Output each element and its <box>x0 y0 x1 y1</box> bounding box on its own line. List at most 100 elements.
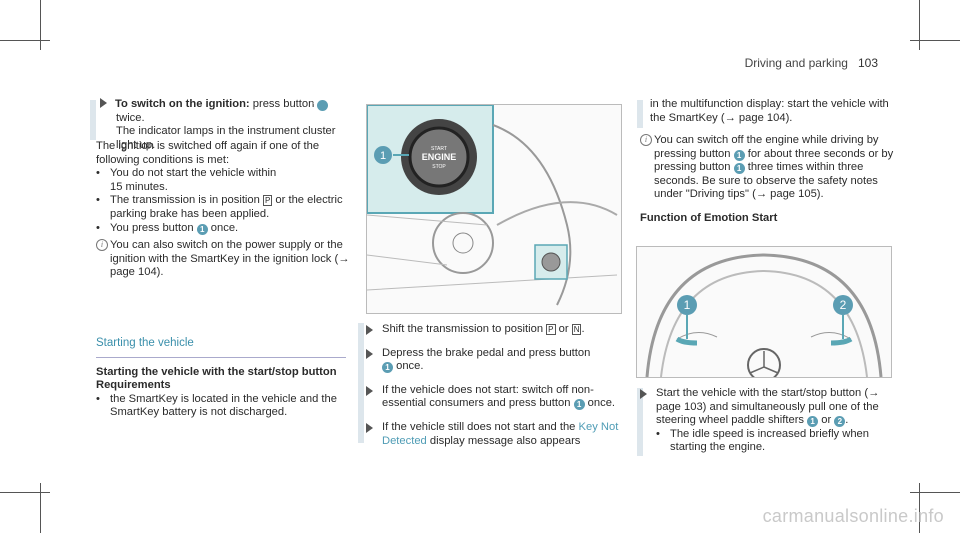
crop-mark <box>919 0 920 50</box>
bullet: • <box>96 167 100 180</box>
steering-wheel-drawing: 1 2 <box>645 253 883 377</box>
step-text: or <box>818 414 835 427</box>
info-text: page 105). <box>767 188 824 201</box>
gear-p-icon: P <box>546 324 556 335</box>
paragraph: The ignition is switched off again if on… <box>96 140 320 166</box>
dashboard-drawing: START ENGINE STOP 1 <box>367 105 618 306</box>
list-item: •You press button 1 once. <box>96 222 352 236</box>
column-3: in the multifunction display: start the … <box>650 98 898 125</box>
crop-mark <box>40 483 41 533</box>
item-text: once. <box>207 221 239 234</box>
function-title: Function of Emotion Start <box>640 211 778 224</box>
step-text: . <box>581 323 585 335</box>
engine-label: ENGINE <box>422 152 457 162</box>
item-text: You do not start the vehicle within <box>110 167 277 180</box>
crop-mark <box>910 492 960 493</box>
info-text: three times within three seconds. Be sur… <box>654 161 878 201</box>
step-text: once. <box>393 360 424 373</box>
crop-mark <box>40 0 41 50</box>
requirements-title: Requirements <box>96 379 171 392</box>
section-divider <box>96 356 346 358</box>
item-text: 15 minutes. <box>110 180 168 193</box>
step-bar <box>358 323 364 443</box>
bullet: • <box>96 392 100 405</box>
info-icon: i <box>96 239 108 252</box>
step-arrow-icon <box>100 98 107 108</box>
step-text: If the vehicle still does not start and … <box>382 420 579 433</box>
list-item: • The transmission is in position P or th… <box>96 194 352 221</box>
step-text: . <box>845 414 849 427</box>
step: Shift the transmission to position P or … <box>366 323 622 337</box>
crop-mark <box>0 492 50 493</box>
step-result: The indicator lamps in the instrument cl… <box>116 125 336 151</box>
column-3-step: Start the vehicle with the start/stop bu… <box>640 387 898 455</box>
button-1-icon: 1 <box>313 100 329 111</box>
bullet: • <box>96 221 100 234</box>
start-label: START <box>431 146 447 152</box>
step: If the vehicle does not start: switch of… <box>366 384 622 411</box>
section-starting: Starting the vehicle Starting the vehicl… <box>96 337 352 420</box>
bullet: • <box>96 194 100 207</box>
step: Depress the brake pedal and press button… <box>366 347 622 374</box>
callout-2-icon <box>833 295 853 315</box>
step-arrow-icon <box>366 325 373 335</box>
callout-number: 1 <box>684 298 691 312</box>
step: Start the vehicle with the start/stop bu… <box>640 387 898 428</box>
step-text: page 103) and simultaneously pull one of… <box>656 400 879 427</box>
item-text: The transmission is in position <box>110 194 263 207</box>
step-text: twice. <box>116 111 145 124</box>
step-text: Depress the brake pedal and press button <box>382 346 591 359</box>
step-bar <box>637 388 643 456</box>
subsection-title: Starting the vehicle with the start/stop… <box>96 365 337 378</box>
step-text: or <box>555 323 572 335</box>
crop-mark <box>910 40 960 41</box>
callout-1-icon <box>374 146 392 164</box>
step-text: once. <box>584 397 616 410</box>
button-1-icon: 1 <box>807 416 819 428</box>
crop-mark <box>0 40 50 41</box>
step-bar <box>637 100 643 128</box>
item-text: or the electric parking brake has been a… <box>110 194 343 220</box>
list-item: •the SmartKey is located in the vehicle … <box>96 393 352 420</box>
arrow-icon: → <box>724 111 736 124</box>
callout-number: 1 <box>380 150 386 162</box>
step-text: If the vehicle does not start: switch of… <box>382 383 594 410</box>
callout-1-icon <box>677 295 697 315</box>
button-2-icon: 2 <box>834 416 846 428</box>
arrow-icon: → <box>868 387 880 399</box>
header-section: Driving and parking <box>744 56 848 70</box>
list-item: •The idle speed is increased briefly whe… <box>656 428 898 455</box>
ignition-step: To switch on the ignition: press button … <box>100 98 352 125</box>
column-1-body: The ignition is switched off again if on… <box>96 140 352 280</box>
step-bar <box>90 100 96 140</box>
step-title: To switch on the ignition: <box>115 98 250 110</box>
start-button-illustration: START ENGINE STOP 1 <box>366 104 622 314</box>
step-text: in the multifunction display: start the … <box>650 98 889 124</box>
bullet: • <box>656 427 660 440</box>
step-text: Start the vehicle with the start/stop bu… <box>656 387 869 399</box>
button-1-icon: 1 <box>573 399 585 411</box>
arrow-icon: → <box>338 252 350 265</box>
step: If the vehicle still does not start and … <box>366 421 622 448</box>
watermark: carmanualsonline.info <box>762 506 944 526</box>
button-1-icon: 1 <box>382 362 393 374</box>
button-1-icon: 1 <box>733 149 745 161</box>
step-text: page 104). <box>735 111 793 124</box>
gear-p-icon: P <box>262 195 273 207</box>
callout-number: 2 <box>840 298 847 312</box>
info-text: for about three seconds or by pressing b… <box>654 147 894 174</box>
section-title: Starting the vehicle <box>96 337 194 349</box>
button-1-icon: 1 <box>733 163 745 175</box>
column-2: Shift the transmission to position P or … <box>366 323 622 448</box>
step-arrow-icon <box>366 422 373 433</box>
steering-wheel-illustration: 1 2 <box>636 246 892 378</box>
step-continuation: in the multifunction display: start the … <box>650 98 898 125</box>
step-text: display message also appears <box>426 434 581 447</box>
stop-label: STOP <box>432 164 446 170</box>
info-text: You can switch off the engine while driv… <box>654 134 879 160</box>
step-arrow-icon <box>640 389 647 399</box>
